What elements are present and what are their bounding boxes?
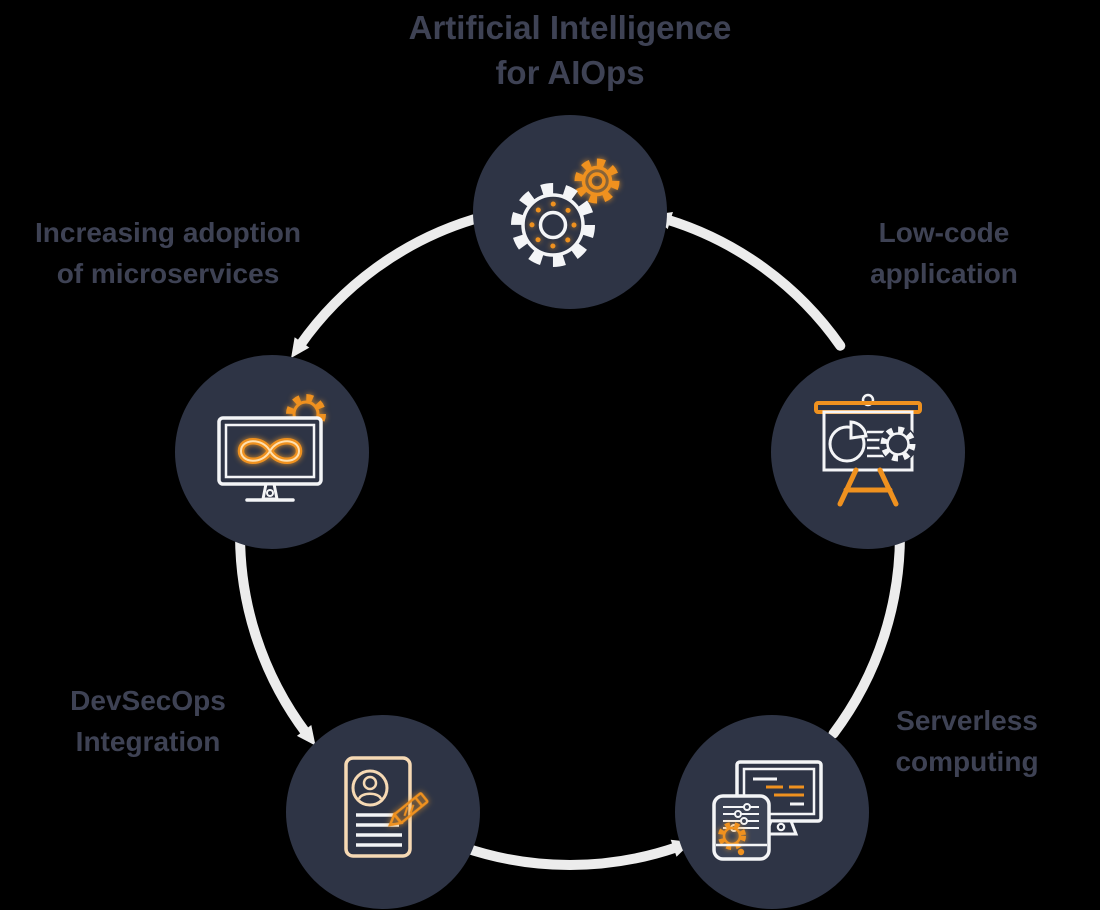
label-microservices: Increasing adoption of microservices bbox=[35, 212, 301, 295]
label-microservices-line-1: Increasing adoption bbox=[34, 217, 302, 248]
monitor-icon bbox=[217, 416, 323, 502]
label-low-code: Low-code application bbox=[870, 212, 1018, 295]
small-gear-icon bbox=[574, 158, 620, 204]
large-gear-icon bbox=[511, 183, 595, 267]
label-low-code-line-1: Low-code bbox=[878, 217, 1010, 248]
easel-legs bbox=[837, 467, 899, 507]
label-serverless-line-2: computing bbox=[895, 746, 1039, 778]
node-analytics-presentation bbox=[771, 355, 965, 549]
ring-arc-left-to-bottomleft bbox=[235, 524, 316, 746]
board-gear-icon bbox=[879, 425, 917, 463]
pie-chart-icon bbox=[828, 420, 868, 463]
ring-arc-bottomright-to-right bbox=[828, 514, 909, 739]
ring-arc-top-to-left bbox=[291, 214, 479, 358]
label-devsecops: DevSecOps Integration bbox=[70, 680, 226, 763]
node-devops-loop bbox=[175, 355, 369, 549]
label-serverless: Serverless computing bbox=[895, 700, 1038, 783]
label-devsecops-line-2: Integration bbox=[75, 726, 221, 758]
home-button-icon bbox=[737, 848, 745, 856]
devices-settings-icon bbox=[712, 760, 823, 861]
ring-arc-bottomleft-to-bottomright bbox=[457, 839, 692, 870]
avatar-icon bbox=[351, 769, 389, 807]
document-outline bbox=[344, 756, 412, 858]
monitor-icon bbox=[735, 760, 823, 836]
label-serverless-line-1: Serverless bbox=[896, 705, 1038, 736]
node-ai-automation bbox=[473, 115, 667, 309]
label-low-code-line-2: application bbox=[870, 258, 1018, 290]
document-edit-icon bbox=[344, 756, 429, 858]
diagram-title-line-1: Artificial Intelligence bbox=[408, 9, 732, 46]
pencil-icon bbox=[387, 792, 429, 827]
devops-monitor-icon bbox=[217, 394, 326, 502]
label-devsecops-line-1: DevSecOps bbox=[70, 685, 226, 716]
label-microservices-line-2: of microservices bbox=[56, 258, 280, 290]
ring-arc-right-to-top bbox=[652, 211, 846, 351]
diagram-title-line-2: for AIOps bbox=[495, 53, 645, 91]
node-profile-document bbox=[286, 715, 480, 909]
document-lines bbox=[356, 813, 402, 847]
diagram-title: Artificial Intelligence for AIOps bbox=[409, 6, 732, 96]
infinity-icon bbox=[237, 438, 303, 464]
tablet-icon bbox=[712, 794, 771, 861]
gears-icon bbox=[511, 158, 620, 267]
node-devices bbox=[675, 715, 869, 909]
presentation-chart-icon bbox=[814, 393, 922, 507]
